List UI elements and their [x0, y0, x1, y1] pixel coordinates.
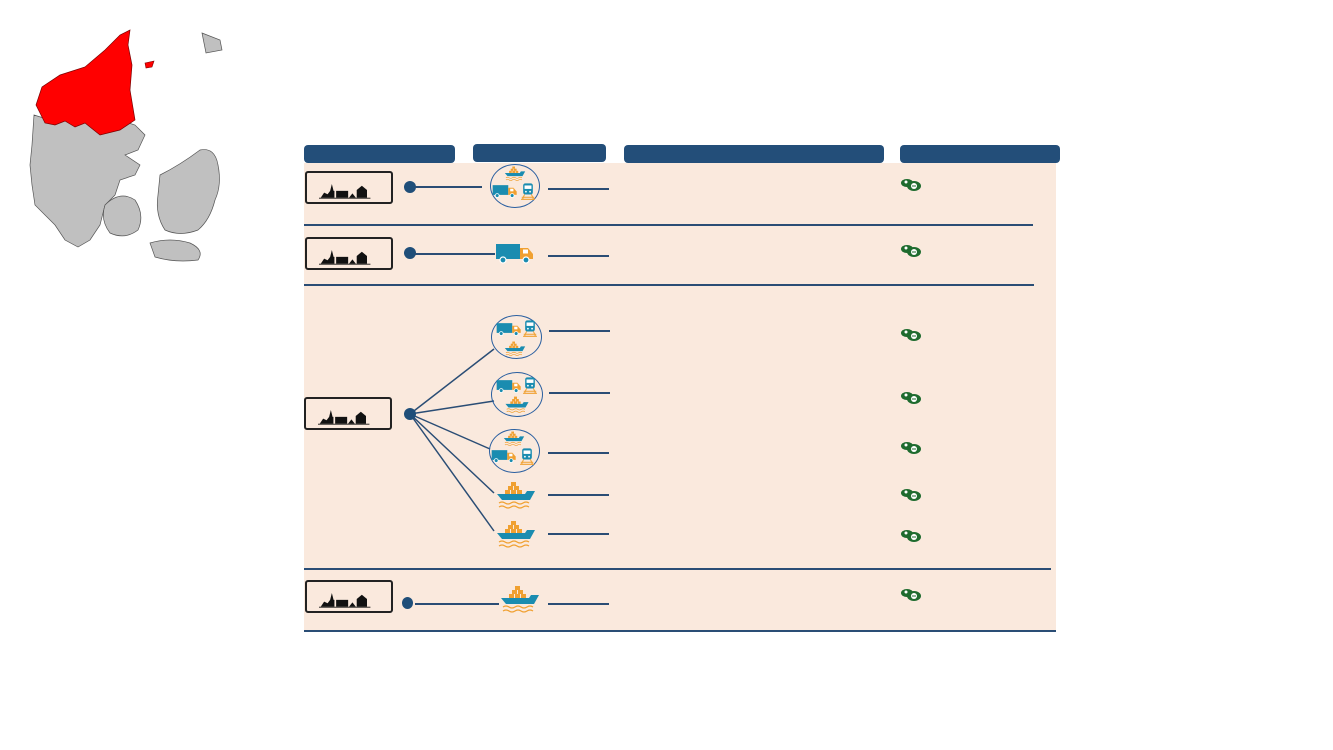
map-region-funen — [103, 195, 142, 237]
column-header-cost — [900, 145, 1060, 163]
connector-line — [548, 188, 609, 190]
origin-node — [404, 408, 416, 420]
money-icon — [900, 244, 922, 258]
connector-line — [548, 494, 609, 496]
map-region-zealand — [156, 149, 220, 234]
connector-line — [548, 533, 609, 535]
money-icon — [900, 178, 922, 192]
content-panel — [304, 163, 1056, 631]
ship-icon — [504, 166, 526, 181]
connector-line — [415, 253, 495, 255]
row-separator — [304, 630, 1056, 632]
money-icon — [900, 529, 922, 543]
connector-line — [409, 413, 491, 450]
connector-line — [415, 603, 499, 605]
cargo-ship-icon — [496, 520, 536, 548]
town-skyline-icon — [319, 246, 379, 266]
truck-icon — [496, 378, 522, 394]
money-icon — [900, 588, 922, 602]
column-header-mode — [473, 144, 606, 162]
train-icon — [521, 182, 535, 200]
town-sign — [305, 171, 393, 204]
town-sign — [304, 397, 392, 430]
truck-icon — [496, 321, 522, 337]
town-sign — [305, 580, 393, 613]
map-svg — [29, 29, 223, 262]
multimodal-transport-icon — [489, 429, 540, 473]
connector-line — [549, 330, 610, 332]
origin-node — [404, 181, 416, 193]
connector-line — [548, 603, 609, 605]
cargo-ship-icon — [496, 481, 536, 509]
origin-node — [402, 597, 413, 609]
ship-icon — [504, 341, 526, 356]
connector-line — [409, 413, 495, 494]
connector-line — [409, 400, 495, 415]
truck-icon — [491, 448, 517, 464]
money-icon — [900, 488, 922, 502]
connector-line — [548, 452, 609, 454]
map-region-island — [201, 32, 223, 54]
multimodal-transport-icon — [491, 315, 542, 359]
train-icon — [520, 447, 534, 465]
connector-line — [409, 413, 495, 532]
row-separator — [304, 224, 1033, 226]
map-region-north-jutland — [35, 29, 136, 136]
ship-icon — [503, 431, 525, 446]
town-skyline-icon — [319, 589, 379, 609]
connector-line — [415, 186, 482, 188]
origin-node — [404, 247, 416, 259]
money-icon — [900, 391, 922, 405]
truck-icon — [492, 183, 518, 199]
row-separator — [304, 284, 1034, 286]
town-sign — [305, 237, 393, 270]
column-header-origin — [304, 145, 455, 163]
ship-icon — [504, 396, 530, 413]
denmark-map — [20, 25, 230, 265]
money-icon — [900, 328, 922, 342]
train-icon — [523, 319, 537, 337]
truck-icon — [495, 241, 535, 265]
town-skyline-icon — [318, 406, 378, 426]
map-region-laeso — [144, 60, 155, 69]
money-icon — [900, 441, 922, 455]
cargo-ship-icon — [500, 585, 540, 613]
map-region-lolland — [149, 239, 201, 262]
column-header-description — [624, 145, 884, 163]
row-separator — [304, 568, 1051, 570]
train-icon — [523, 376, 537, 394]
connector-line — [409, 348, 495, 415]
connector-line — [549, 392, 610, 394]
town-skyline-icon — [319, 180, 379, 200]
connector-line — [548, 255, 609, 257]
multimodal-transport-icon — [491, 372, 543, 417]
multimodal-transport-icon — [490, 164, 540, 208]
